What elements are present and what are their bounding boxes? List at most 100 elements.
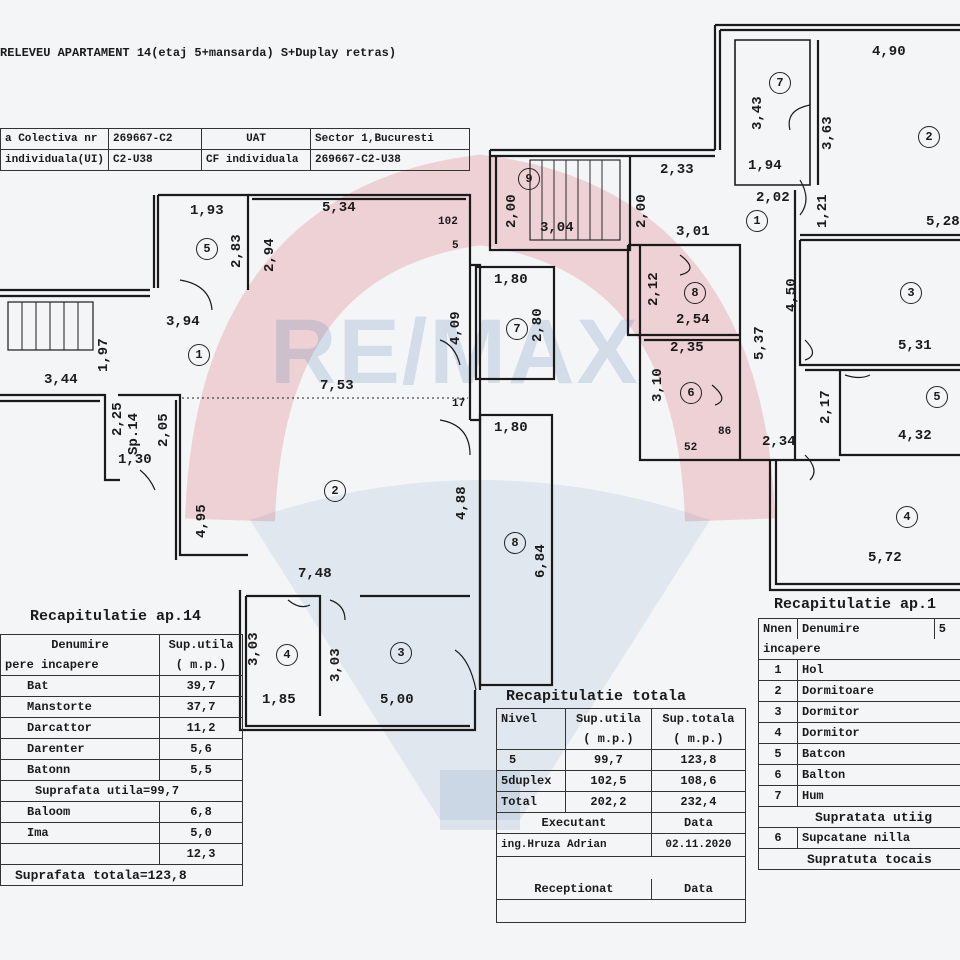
room-number-2: 2 [324, 480, 346, 502]
dimension-label: 17 [452, 398, 466, 410]
cadastral-cell: C2-U38 [108, 149, 203, 171]
table-row: Manstorte 37,7 [0, 696, 243, 718]
dimension-label: 52 [684, 442, 698, 454]
table-row: Baloom 6,8 [0, 801, 243, 823]
table-header: Nivel [495, 708, 567, 729]
dimension-label: 2,12 [646, 272, 662, 306]
room-number-8: 8 [684, 282, 706, 304]
suprafata-utila: Supratata utiig [758, 806, 960, 828]
table-row: 6 Supcatane nilla [758, 827, 960, 849]
table-row: Batonn 5,5 [0, 759, 243, 781]
cadastral-cell: Sector 1,Bucuresti [310, 128, 471, 150]
room-number-5: 5 [926, 386, 948, 408]
table-header: ( m.p.) [159, 655, 243, 676]
sup-utila-cell: 99,7 [565, 749, 652, 771]
table-row: 5duplex 102,5 108,6 [495, 770, 747, 792]
room-number: 6 [758, 764, 798, 786]
table-row: Darenter 5,6 [0, 738, 243, 760]
room-name: Manstorte [0, 696, 160, 718]
table-header: pere incapere [0, 655, 160, 676]
dimension-label: 5,31 [898, 338, 932, 354]
table-row: 12,3 [0, 843, 243, 865]
data-label: Data [650, 879, 747, 900]
cadastral-cell: individuala(UI) [0, 149, 110, 171]
dimension-label: 2,05 [156, 413, 172, 447]
sup-totala-cell: 108,6 [650, 770, 747, 792]
nivel-cell: Total [495, 791, 567, 813]
plan-title: RELEVEU APARTAMENT 14(etaj 5+mansarda) S… [0, 46, 397, 60]
table-row: 6 Balton [758, 764, 960, 786]
dimension-label: 4,95 [194, 504, 210, 538]
dimension-label: 2,17 [818, 390, 834, 424]
room-area: 5,6 [159, 738, 243, 760]
room-name: Baloom [0, 801, 160, 823]
room-name: Darenter [0, 738, 160, 760]
suprafata-utila: Suprafata utila=99,7 [0, 780, 243, 802]
room-number-4: 4 [276, 644, 298, 666]
room-area: 6,8 [159, 801, 243, 823]
dimension-label: Sp.14 [126, 412, 142, 455]
executant-name: ing.Hruza Adrian [496, 833, 652, 857]
table-header: Denumire [797, 618, 935, 639]
suprafata-totala: Supratuta tocais [758, 848, 960, 870]
room-number: 2 [758, 680, 798, 702]
nivel-cell: 5duplex [495, 770, 567, 792]
dimension-label: 7,48 [298, 566, 332, 582]
table-row: Ima 5,0 [0, 822, 243, 844]
room-number: 4 [758, 722, 798, 744]
dimension-label: 3,03 [246, 632, 262, 666]
dimension-label: 3,10 [650, 368, 666, 402]
room-area: 11,2 [159, 717, 243, 739]
room-number-3: 3 [390, 642, 412, 664]
dimension-label: 5,37 [752, 326, 768, 360]
cadastral-cell: a Colectiva nr [0, 128, 110, 150]
dimension-label: 2,54 [676, 312, 710, 328]
dimension-label: 86 [718, 426, 732, 438]
room-name: Batonn [0, 759, 160, 781]
table-row: 5 99,7 123,8 [495, 749, 747, 771]
receptionat-label: Receptionat [496, 879, 652, 900]
dimension-label: 3,94 [166, 314, 200, 330]
table-header [495, 729, 567, 750]
remax-logo-text: RE/MAX [270, 301, 640, 403]
table-row: Darcattor 11,2 [0, 717, 243, 739]
table-header: ( m.p.) [650, 729, 747, 750]
room-name: Supcatane nilla [797, 827, 960, 849]
dimension-label: 2,83 [229, 234, 245, 268]
dimension-label: 3,04 [540, 220, 574, 236]
room-name [0, 843, 160, 865]
room-name: Dormitor [797, 701, 960, 723]
dimension-label: 3,03 [328, 648, 344, 682]
cadastral-cell: UAT [201, 128, 312, 150]
executant-label: Executant [496, 812, 652, 834]
table-header: Denumire [0, 634, 160, 655]
dimension-label: 5,72 [868, 550, 902, 566]
dimension-label: 2,35 [670, 340, 704, 356]
room-number-6: 6 [680, 382, 702, 404]
recap-right-title: Recapitulatie ap.1 [774, 596, 937, 613]
dimension-label: 2,00 [634, 194, 650, 228]
dimension-label: 1,97 [96, 338, 112, 372]
table-header: Sup.totala [650, 708, 747, 729]
dimension-label: 2,80 [530, 308, 546, 342]
room-number: 6 [758, 827, 798, 849]
dimension-label: 2,25 [110, 402, 126, 436]
cadastral-cell: 269667-C2-U38 [310, 149, 471, 171]
room-name: Darcattor [0, 717, 160, 739]
room-number-3: 3 [900, 282, 922, 304]
dimension-label: 1,80 [494, 272, 528, 288]
dimension-label: 5,34 [322, 200, 356, 216]
dimension-label: 1,21 [815, 194, 831, 228]
data-label: Data [650, 812, 747, 834]
room-name: Hum [797, 785, 960, 807]
cadastral-cell: 269667-C2 [108, 128, 203, 150]
dimension-label: 3,44 [44, 372, 78, 388]
recap-ap14-table: Denumire Sup.utila pere incapere ( m.p.)… [0, 634, 243, 886]
room-area: 5,5 [159, 759, 243, 781]
table-row: 2 Dormitoare [758, 680, 960, 702]
dimension-label: 4,50 [784, 278, 800, 312]
table-header: Sup.utila [565, 708, 652, 729]
dimension-label: 1,30 [118, 452, 152, 468]
recap-right-table: Nnen Denumire 5 incapere 1 Hol 2 Dormito… [758, 618, 960, 870]
room-name: Dormitor [797, 722, 960, 744]
